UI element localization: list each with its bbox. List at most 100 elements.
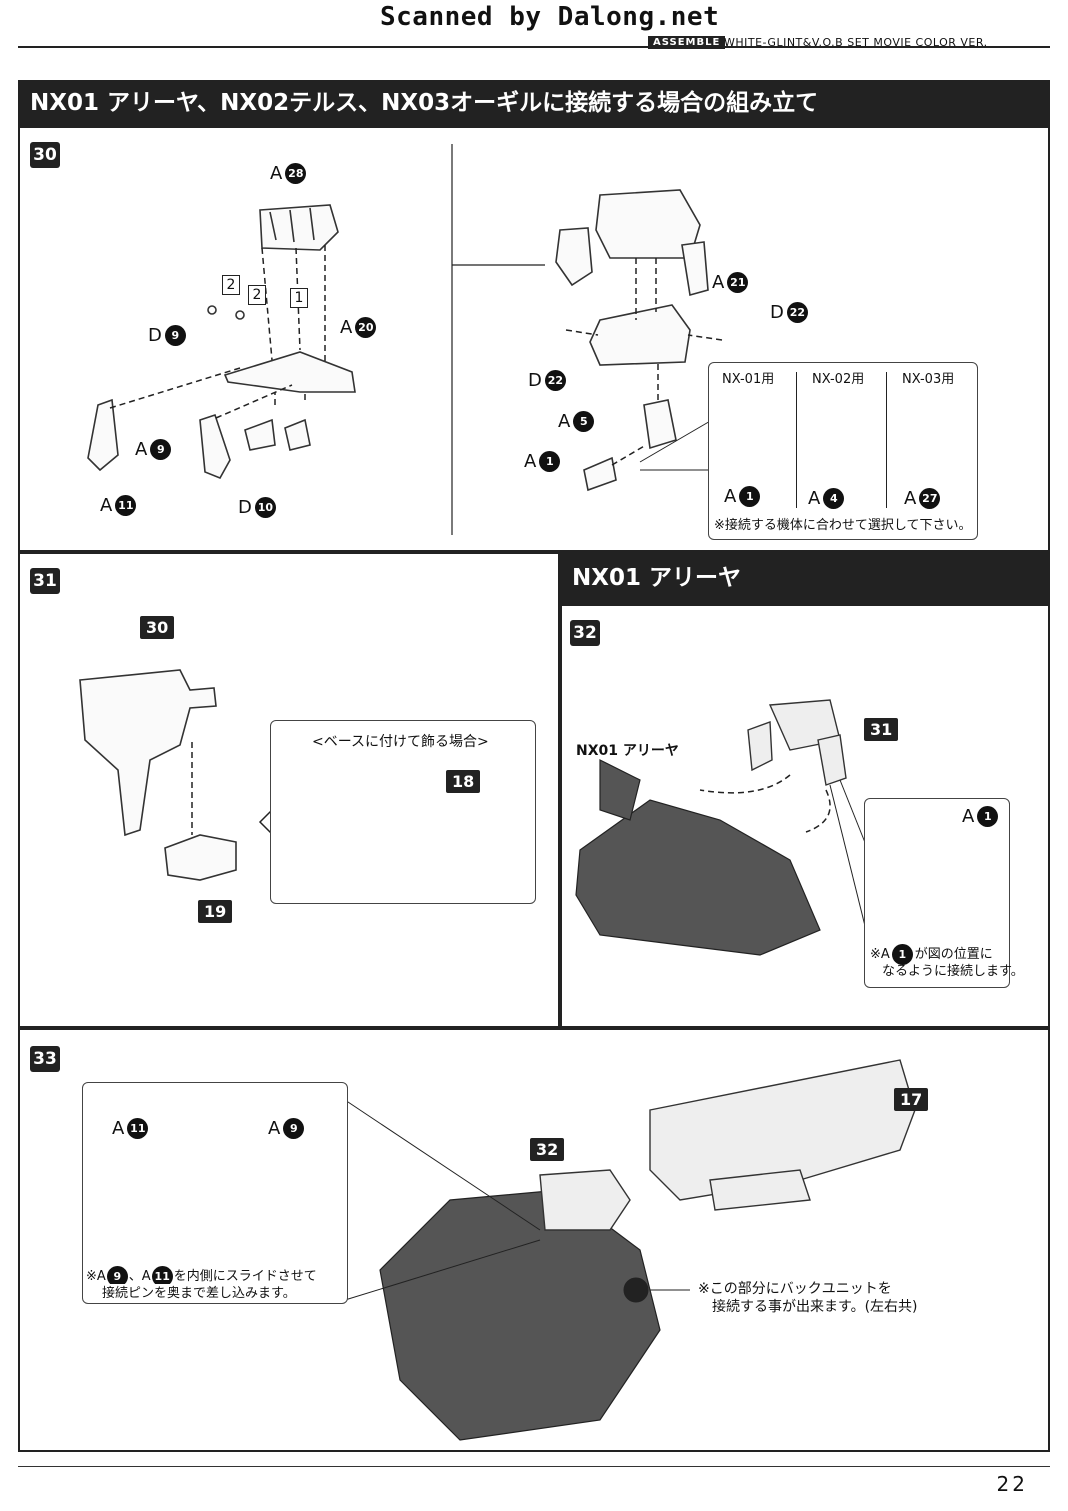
part-number: 1	[739, 486, 761, 507]
inset-note-line2: 接続ピンを奥まで差し込みます。	[102, 1284, 296, 1303]
variant-divider	[886, 372, 887, 508]
part-letter: A	[808, 488, 821, 509]
part-callout-31: 31	[864, 718, 899, 741]
header-rule	[18, 46, 1050, 48]
part-number: 22	[544, 370, 566, 391]
detail-part-a1: A 1	[962, 806, 999, 827]
inset-note-line1: ※A 9 、A 11 を内側にスライドさせて	[86, 1266, 317, 1287]
note-text: ※A	[870, 947, 890, 962]
part-callout-30: 30	[140, 616, 175, 639]
back-unit-note-line2: 接続する事が出来ます。(左右共)	[712, 1299, 918, 1315]
base-display-caption: <ベースに付けて飾る場合>	[312, 734, 489, 750]
part-number: 11	[115, 495, 137, 516]
part-letter: A	[268, 1118, 281, 1139]
page-number: 22	[996, 1472, 1028, 1496]
step-number-30: 30	[30, 142, 60, 168]
inset-part-a9: A 9	[268, 1118, 305, 1139]
scan-banner: Scanned by Dalong.net	[380, 2, 720, 32]
part-letter: A	[724, 486, 737, 507]
part-label-a5: A 5	[558, 411, 595, 432]
part-label-a9: A 9	[135, 439, 172, 460]
step-31-panel	[18, 552, 560, 1028]
part-number: 1	[539, 451, 561, 472]
part-label-d22-left: D 22	[528, 370, 566, 391]
part-label-a11: A 11	[100, 495, 137, 516]
series-title: WHITE-GLINT&V.O.B SET MOVIE COLOR VER.	[724, 36, 988, 49]
step-30-panel	[18, 126, 1050, 552]
part-letter: A	[524, 451, 537, 472]
sequence-2-box: 2	[222, 275, 240, 295]
model-label-nx01: NX01 アリーヤ	[576, 743, 679, 759]
step-number-31: 31	[30, 568, 60, 594]
part-letter: A	[962, 806, 975, 827]
part-letter: A	[904, 488, 917, 509]
note-text: ※A	[86, 1269, 106, 1284]
footer-rule	[18, 1466, 1050, 1467]
part-callout-17: 17	[894, 1088, 929, 1111]
part-letter: A	[340, 317, 353, 338]
part-number: 28	[285, 163, 307, 184]
part-number: 4	[823, 488, 845, 509]
inset-part-a11: A 11	[112, 1118, 149, 1139]
part-number: 22	[786, 302, 808, 323]
section-title: NX01 アリーヤ、NX02テルス、NX03オーギルに接続する場合の組み立て	[18, 80, 1050, 126]
note-text: を内側にスライドさせて	[173, 1269, 317, 1284]
variant-part-a4: A 4	[808, 488, 845, 509]
part-label-a1: A 1	[524, 451, 561, 472]
part-number: 9	[106, 1266, 128, 1287]
part-callout-32: 32	[530, 1138, 565, 1161]
part-letter: D	[528, 370, 542, 391]
detail-note-line2: なるように接続します。	[882, 964, 1024, 979]
part-number: 9	[283, 1118, 305, 1139]
part-letter: D	[238, 497, 252, 518]
part-callout-19: 19	[198, 900, 233, 923]
variant-select-inset	[708, 362, 978, 540]
part-number: 9	[164, 325, 186, 346]
step-33-panel	[18, 1028, 1050, 1452]
variant-part-a27: A 27	[904, 488, 941, 509]
base-display-inset	[270, 720, 536, 904]
detail-inset	[864, 798, 1010, 988]
part-letter: D	[148, 325, 162, 346]
note-text: 、A	[128, 1269, 151, 1284]
step-32-header: NX01 アリーヤ	[560, 552, 1050, 604]
variant-part-a1: A 1	[724, 486, 761, 507]
part-letter: A	[135, 439, 148, 460]
sequence-1-box: 1	[290, 288, 308, 308]
part-letter: A	[112, 1118, 125, 1139]
part-number: 1	[977, 806, 999, 827]
note-text: が図の位置に	[914, 947, 993, 962]
part-letter: A	[712, 272, 725, 293]
part-letter: D	[770, 302, 784, 323]
step-number-33: 33	[30, 1046, 60, 1072]
step-number-32: 32	[570, 620, 600, 646]
detail-note-line1: ※A 1 が図の位置に	[870, 944, 993, 965]
part-number: 21	[727, 272, 749, 293]
part-number: 11	[151, 1266, 173, 1287]
part-letter: A	[100, 495, 113, 516]
sequence-2-box: 2	[248, 285, 266, 305]
variant-note: ※接続する機体に合わせて選択して下さい。	[714, 518, 972, 533]
part-number: 1	[891, 944, 913, 965]
part-number: 20	[355, 317, 377, 338]
part-label-d10: D 10	[238, 497, 276, 518]
variant-divider	[796, 372, 797, 508]
part-label-a28: A 28	[270, 163, 307, 184]
step-32-panel	[560, 604, 1050, 1028]
variant-header-nx01: NX-01用	[722, 372, 775, 387]
assemble-label: ASSEMBLE	[648, 36, 726, 49]
part-number: 5	[573, 411, 595, 432]
variant-header-nx03: NX-03用	[902, 372, 955, 387]
part-letter: A	[270, 163, 283, 184]
part-label-d22-right: D 22	[770, 302, 808, 323]
part-label-a21: A 21	[712, 272, 749, 293]
part-letter: A	[558, 411, 571, 432]
back-unit-note-line1: ※この部分にバックユニットを	[698, 1281, 892, 1297]
part-number: 11	[127, 1118, 149, 1139]
part-number: 10	[254, 497, 276, 518]
part-label-a20: A 20	[340, 317, 377, 338]
part-label-d9: D 9	[148, 325, 186, 346]
part-callout-18: 18	[446, 770, 481, 793]
variant-header-nx02: NX-02用	[812, 372, 865, 387]
part-number: 27	[919, 488, 941, 509]
